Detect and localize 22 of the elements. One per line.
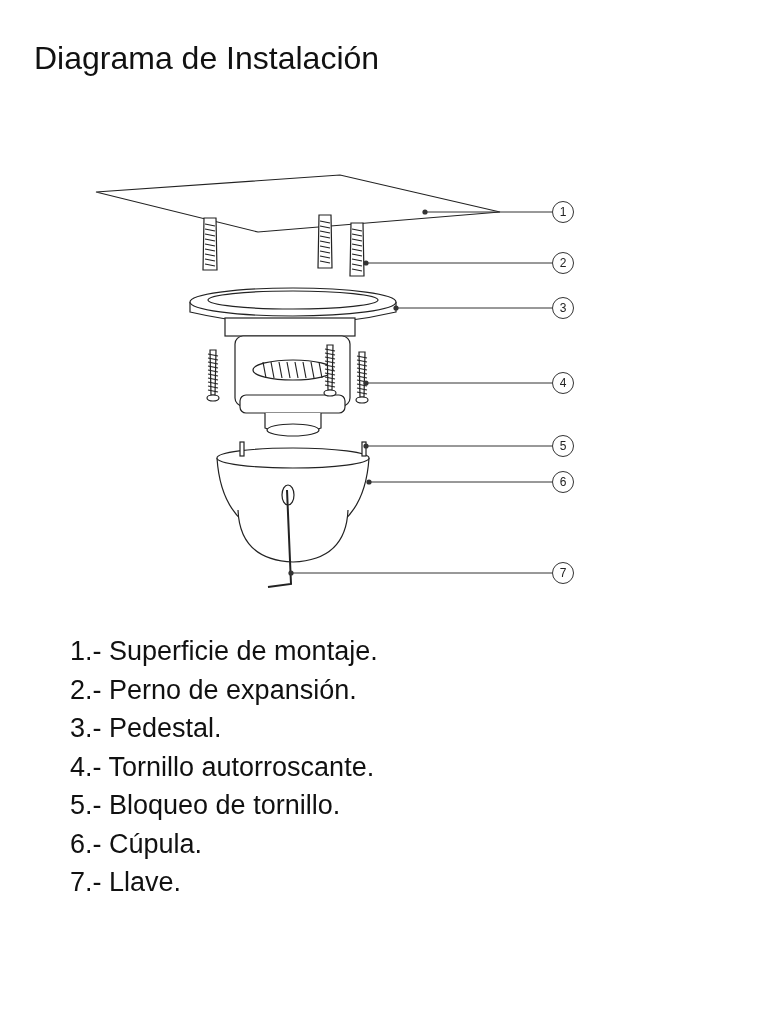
callout-number: 3 bbox=[552, 297, 574, 319]
leader-line bbox=[366, 479, 553, 485]
title: Diagrama de Instalación bbox=[34, 40, 380, 77]
legend-item: 4.- Tornillo autorroscante. bbox=[70, 751, 375, 783]
legend-item: 7.- Llave. bbox=[70, 867, 182, 898]
legend-item: 3.- Pedestal. bbox=[70, 713, 222, 744]
callout-number: 5 bbox=[552, 435, 574, 457]
leader-line bbox=[288, 570, 553, 576]
legend-item: 5.- Bloqueo de tornillo. bbox=[70, 790, 341, 821]
leader-line bbox=[363, 260, 553, 266]
leader-line bbox=[393, 305, 553, 311]
callout-number: 2 bbox=[552, 252, 574, 274]
leader-line bbox=[363, 443, 553, 449]
legend-item: 6.- Cúpula. bbox=[70, 828, 203, 860]
legend-item: 1.- Superficie de montaje. bbox=[70, 636, 378, 667]
leader-line bbox=[363, 380, 553, 386]
callout-number: 4 bbox=[552, 372, 574, 394]
callout-number: 1 bbox=[552, 201, 574, 223]
callout-number: 7 bbox=[552, 562, 574, 584]
legend-item: 2.- Perno de expansión. bbox=[70, 674, 357, 706]
callout-number: 6 bbox=[552, 471, 574, 493]
leader-line bbox=[422, 209, 553, 215]
